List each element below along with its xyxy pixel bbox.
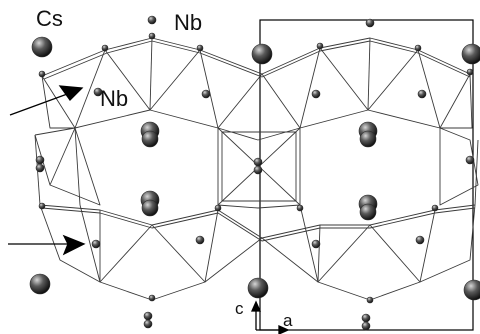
nb-atom bbox=[35, 163, 45, 173]
nb-atom bbox=[253, 157, 263, 167]
bond-path bbox=[149, 37, 153, 111]
nb-atom bbox=[311, 239, 321, 249]
nb-atom bbox=[465, 155, 475, 165]
bond-path bbox=[317, 224, 421, 283]
nb-atom bbox=[147, 15, 157, 25]
bond-path bbox=[39, 204, 101, 283]
bond-path bbox=[419, 204, 476, 283]
nb-atom bbox=[143, 319, 153, 329]
nb-atom bbox=[431, 204, 439, 212]
arrow-upper-head bbox=[58, 85, 84, 102]
bond-path bbox=[474, 139, 479, 206]
bond-path bbox=[299, 204, 319, 283]
unit-cell-outline bbox=[259, 19, 474, 331]
axis-c-head bbox=[250, 300, 262, 312]
bond-path bbox=[367, 37, 371, 111]
bond-path bbox=[440, 73, 473, 129]
nb-atom bbox=[361, 313, 371, 323]
nb-atom bbox=[414, 44, 422, 52]
nb-atom bbox=[101, 44, 109, 52]
nb-atom bbox=[195, 235, 205, 245]
bond-path bbox=[99, 224, 206, 283]
cs-atom-label: Cs bbox=[36, 6, 63, 31]
nb-atom bbox=[466, 68, 474, 76]
arrow-upper-line bbox=[9, 92, 71, 116]
cs-atom bbox=[141, 130, 159, 148]
cs-atom bbox=[359, 203, 377, 221]
axis-a-head bbox=[278, 324, 290, 334]
nb-atom bbox=[201, 89, 211, 99]
cs-atom bbox=[359, 130, 377, 148]
nb-legend-label: Nb bbox=[174, 10, 203, 35]
nb-atom bbox=[148, 294, 156, 302]
bond-path bbox=[74, 49, 106, 129]
bond-path bbox=[41, 207, 476, 242]
bond-path bbox=[439, 127, 479, 206]
nb-atom bbox=[366, 296, 374, 304]
nb-atom bbox=[38, 70, 46, 78]
cs-atom bbox=[461, 43, 480, 65]
cs-atom bbox=[31, 36, 53, 58]
nb-atom bbox=[143, 311, 153, 321]
nb-atom bbox=[365, 18, 375, 28]
nb-atom bbox=[38, 202, 46, 210]
bond-path bbox=[261, 73, 471, 129]
arrow-lower-head bbox=[62, 234, 86, 256]
pointer-arrows bbox=[8, 85, 290, 334]
cs-atom bbox=[251, 43, 273, 65]
nb-atom bbox=[415, 235, 425, 245]
bond-path bbox=[41, 75, 75, 129]
cs-atom bbox=[247, 277, 269, 299]
atoms bbox=[29, 15, 480, 331]
bond-path bbox=[221, 131, 297, 202]
bond-path bbox=[39, 204, 476, 239]
nb-atom bbox=[196, 44, 204, 52]
bond-path bbox=[43, 40, 471, 80]
bond-path bbox=[79, 204, 101, 283]
nb-atom bbox=[311, 89, 321, 99]
nb-atom bbox=[361, 321, 371, 331]
nb-atom bbox=[296, 204, 304, 212]
nb-atom bbox=[316, 42, 324, 50]
nb-atom bbox=[91, 239, 101, 249]
cs-atom bbox=[463, 279, 480, 301]
nb-atom bbox=[35, 155, 45, 165]
bond-path bbox=[204, 237, 319, 283]
nb-atom bbox=[93, 87, 103, 97]
nb-atom bbox=[253, 165, 263, 175]
bond-path bbox=[199, 49, 219, 129]
nb-atom bbox=[148, 32, 156, 40]
nb-atom bbox=[417, 89, 427, 99]
bond-path bbox=[49, 127, 101, 206]
bond-path bbox=[417, 49, 441, 129]
nb-pointer-label: Nb bbox=[100, 86, 129, 111]
cs-atom bbox=[29, 273, 51, 295]
bond-path bbox=[41, 73, 263, 129]
nb-atom bbox=[214, 204, 222, 212]
bond-path bbox=[299, 47, 321, 129]
axis-a-label: a bbox=[283, 311, 293, 330]
bond-path bbox=[74, 127, 81, 206]
axis-c-label: c bbox=[235, 299, 244, 318]
cs-atom bbox=[141, 199, 159, 217]
